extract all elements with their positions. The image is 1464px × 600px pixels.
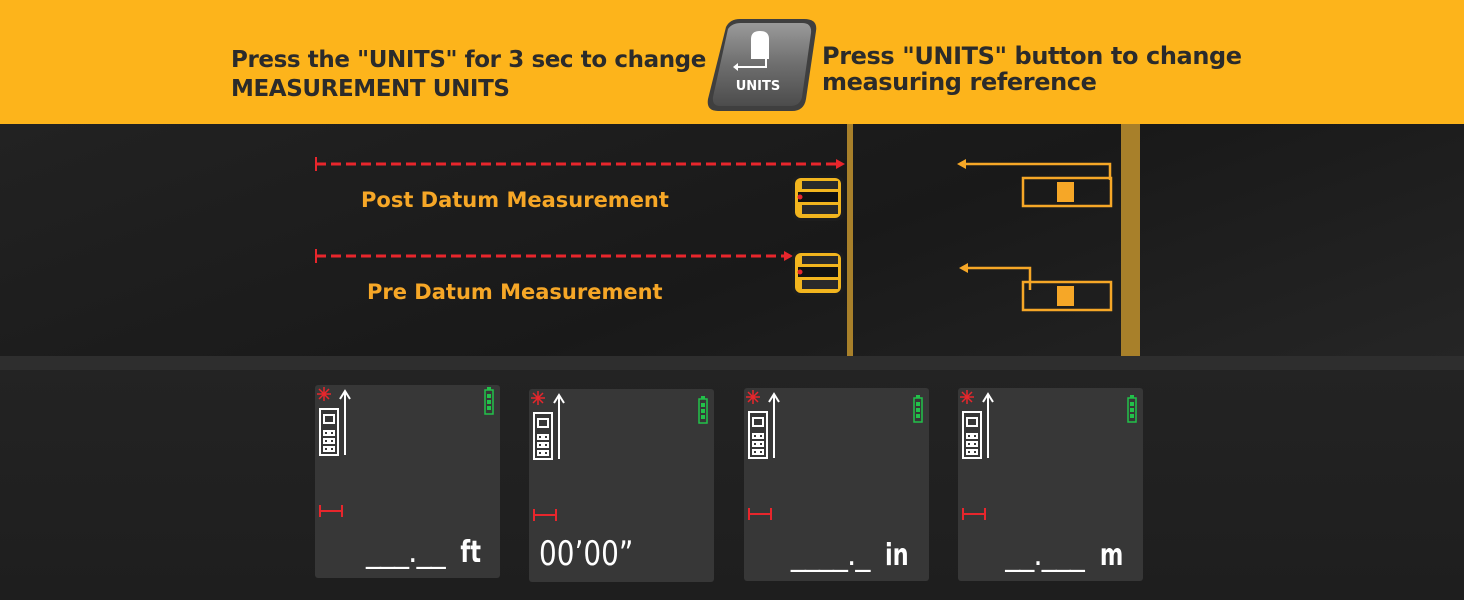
- screen-icons: [746, 390, 923, 520]
- reading-in: ____._ in: [791, 538, 913, 573]
- pre-datum-laser-line: [315, 249, 793, 263]
- units-press-instruction-line1: Press "UNITS" button to change: [822, 42, 1242, 70]
- units-press-instruction: Press "UNITS" button to change measuring…: [822, 43, 1242, 95]
- distance-indicator-icon: [748, 508, 772, 520]
- screen-icons: [317, 387, 494, 517]
- post-datum-label: Post Datum Measurement: [361, 188, 669, 212]
- units-press-instruction-line2: measuring reference: [822, 68, 1097, 96]
- battery-icon: [698, 396, 708, 424]
- reading-m-dashes: __.___: [1005, 538, 1085, 573]
- distance-indicator-icon: [319, 505, 343, 517]
- units-hold-instruction-line1: Press the "UNITS" for 3 sec to change: [231, 47, 706, 73]
- reading-feet-inches: 00’00”: [539, 534, 634, 574]
- units-hold-instruction-line2: MEASUREMENT UNITS: [231, 76, 510, 102]
- datum-reference-icon: [748, 392, 780, 459]
- reading-in-dashes: ____._: [790, 538, 871, 573]
- datum-reference-icon: [533, 393, 565, 460]
- pre-datum-label: Pre Datum Measurement: [367, 280, 663, 304]
- units-button-label: UNITS: [735, 79, 781, 94]
- reference-diagram-area: [0, 124, 1464, 356]
- laser-star-icon: [960, 390, 974, 404]
- display-screen-m: __.___ m: [958, 388, 1143, 581]
- reading-m: __.___ m: [1005, 538, 1127, 573]
- units-button-icon: [707, 19, 817, 111]
- battery-icon: [913, 395, 923, 423]
- laser-device-icon-post: [792, 175, 844, 221]
- unit-m-label: m: [1099, 538, 1124, 573]
- screen-icons: [960, 390, 1137, 520]
- pre-reference-diagram: [959, 263, 1113, 312]
- distance-indicator-icon: [962, 508, 986, 520]
- left-wall-line: [847, 124, 853, 356]
- datum-diagram: [315, 124, 1140, 356]
- divider-stripe: [0, 356, 1464, 370]
- laser-device-icon-pre: [792, 250, 844, 296]
- datum-reference-icon: [962, 392, 994, 459]
- header-banner: Press the "UNITS" for 3 sec to change ME…: [0, 0, 1464, 124]
- display-screens-area: [0, 370, 1464, 600]
- laser-star-icon: [317, 387, 331, 401]
- laser-star-icon: [531, 391, 545, 405]
- laser-star-icon: [746, 390, 760, 404]
- post-reference-diagram: [957, 159, 1113, 208]
- display-screen-in: ____._ in: [744, 388, 929, 581]
- screen-icons: [531, 391, 708, 521]
- distance-indicator-icon: [533, 509, 557, 521]
- datum-reference-icon: [319, 389, 351, 456]
- unit-in-label: in: [885, 538, 910, 573]
- battery-icon: [484, 387, 494, 415]
- display-screen-feet-inches: 00’00”: [529, 389, 714, 582]
- unit-ft-label: ft: [460, 535, 481, 570]
- reading-ft-dashes: ___.__: [366, 535, 446, 570]
- post-datum-laser-line: [315, 157, 845, 171]
- display-screen-ft: ___.__ ft: [315, 385, 500, 578]
- right-wall-bar: [1121, 124, 1140, 356]
- battery-icon: [1127, 395, 1137, 423]
- units-hold-instruction: Press the "UNITS" for 3 sec to change ME…: [231, 46, 706, 104]
- reading-ft: ___.__ ft: [366, 535, 484, 570]
